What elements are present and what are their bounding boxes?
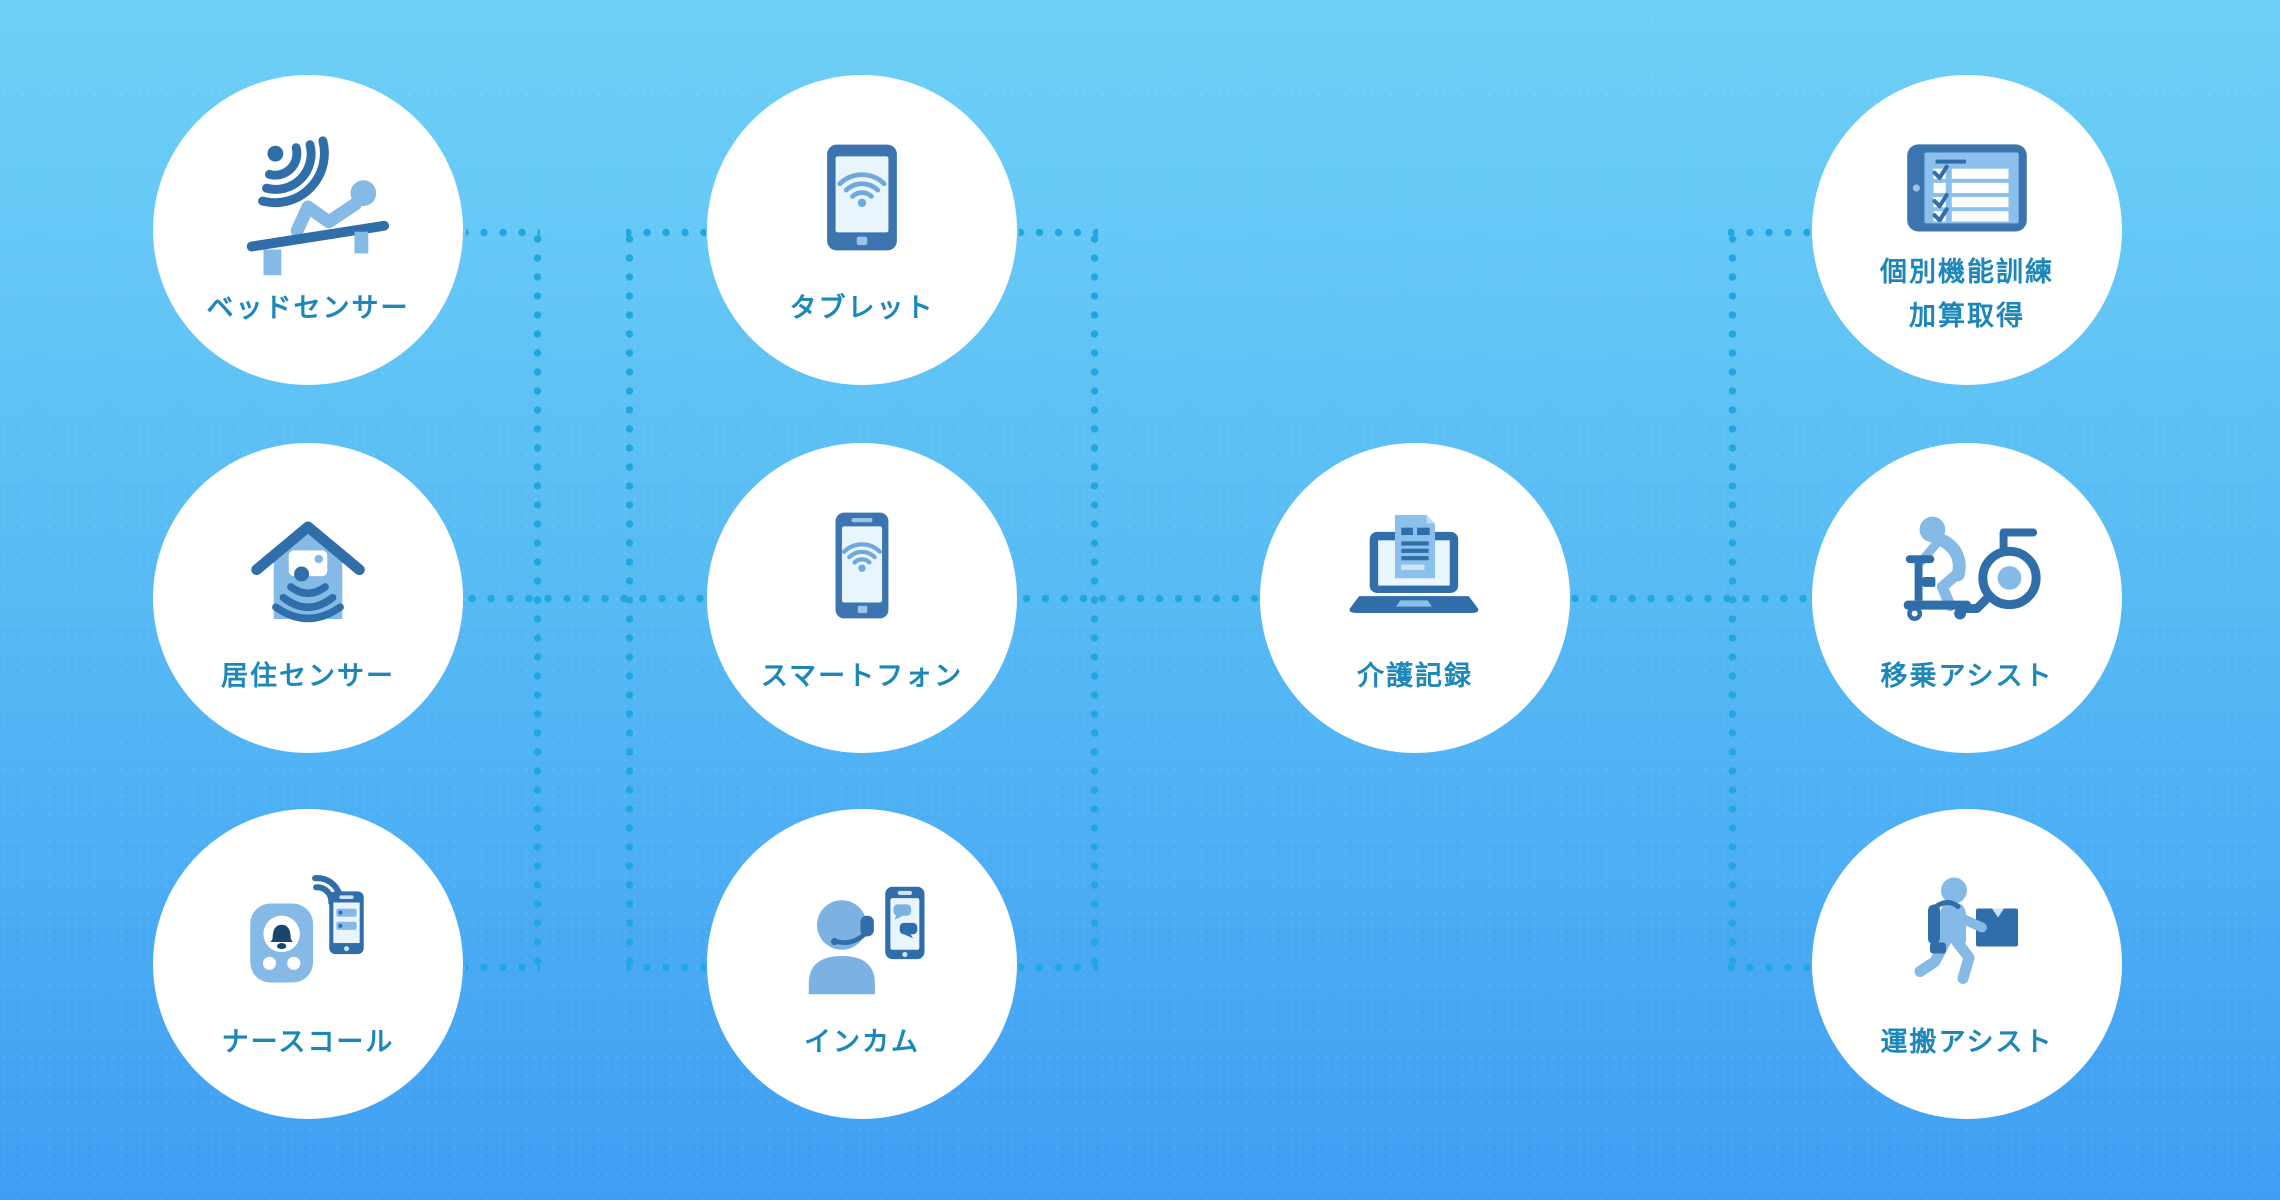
connector-intercom-right <box>1019 963 1098 972</box>
connector-care-record-transfer <box>1568 594 1810 603</box>
node-living-sensor: 居住センサー <box>153 443 463 753</box>
node-label: ベッドセンサー <box>206 293 410 323</box>
node-label: 居住センサー <box>221 661 395 691</box>
tablet-wifi-icon <box>788 125 936 287</box>
carry-box-exoskeleton-icon <box>1892 859 2042 1021</box>
connector-transport-assist <box>1728 963 1810 972</box>
connector-bed-sensor <box>466 228 540 237</box>
bed-sensor-icon <box>224 125 392 287</box>
connector-smartphone-care-record <box>1019 594 1262 603</box>
node-transfer-assist: 移乗アシスト <box>1812 443 2122 753</box>
node-tablet: タブレット <box>707 75 1017 385</box>
node-label: 運搬アシスト <box>1880 1027 2054 1057</box>
node-smartphone: スマートフォン <box>707 443 1017 753</box>
node-label-line1: 個別機能訓練 <box>1880 257 2054 287</box>
connector-tablet-left <box>626 228 706 237</box>
node-transport-assist: 運搬アシスト <box>1812 809 2122 1119</box>
node-label: インカム <box>804 1027 920 1057</box>
checklist-tablet-icon <box>1891 133 2043 251</box>
node-label: 移乗アシスト <box>1880 661 2054 691</box>
smartphone-wifi-icon <box>788 493 936 655</box>
node-label: スマートフォン <box>760 661 964 691</box>
node-label: 介護記録 <box>1357 661 1473 691</box>
nurse-call-device-icon <box>232 859 384 1021</box>
house-camera-sensor-icon <box>233 493 383 655</box>
node-bed-sensor: ベッドセンサー <box>153 75 463 385</box>
connector-living-sensor-smartphone <box>466 594 706 603</box>
laptop-document-icon <box>1336 493 1494 655</box>
node-intercom: インカム <box>707 809 1017 1119</box>
connector-tablet-right <box>1019 228 1098 237</box>
connector-nurse-call <box>466 963 540 972</box>
connector-intercom-left <box>626 963 706 972</box>
node-nurse-call: ナースコール <box>153 809 463 1119</box>
node-label: タブレット <box>789 293 935 323</box>
node-label-line2: 加算取得 <box>1909 300 2025 331</box>
node-individual-training: 個別機能訓練 加算取得 <box>1812 75 2122 385</box>
operator-headset-phone-icon <box>785 859 940 1021</box>
lift-device-wheelchair-icon <box>1883 493 2051 655</box>
connector-individual-training <box>1728 228 1810 237</box>
node-label: ナースコール <box>221 1027 395 1057</box>
node-care-record: 介護記録 <box>1260 443 1570 753</box>
